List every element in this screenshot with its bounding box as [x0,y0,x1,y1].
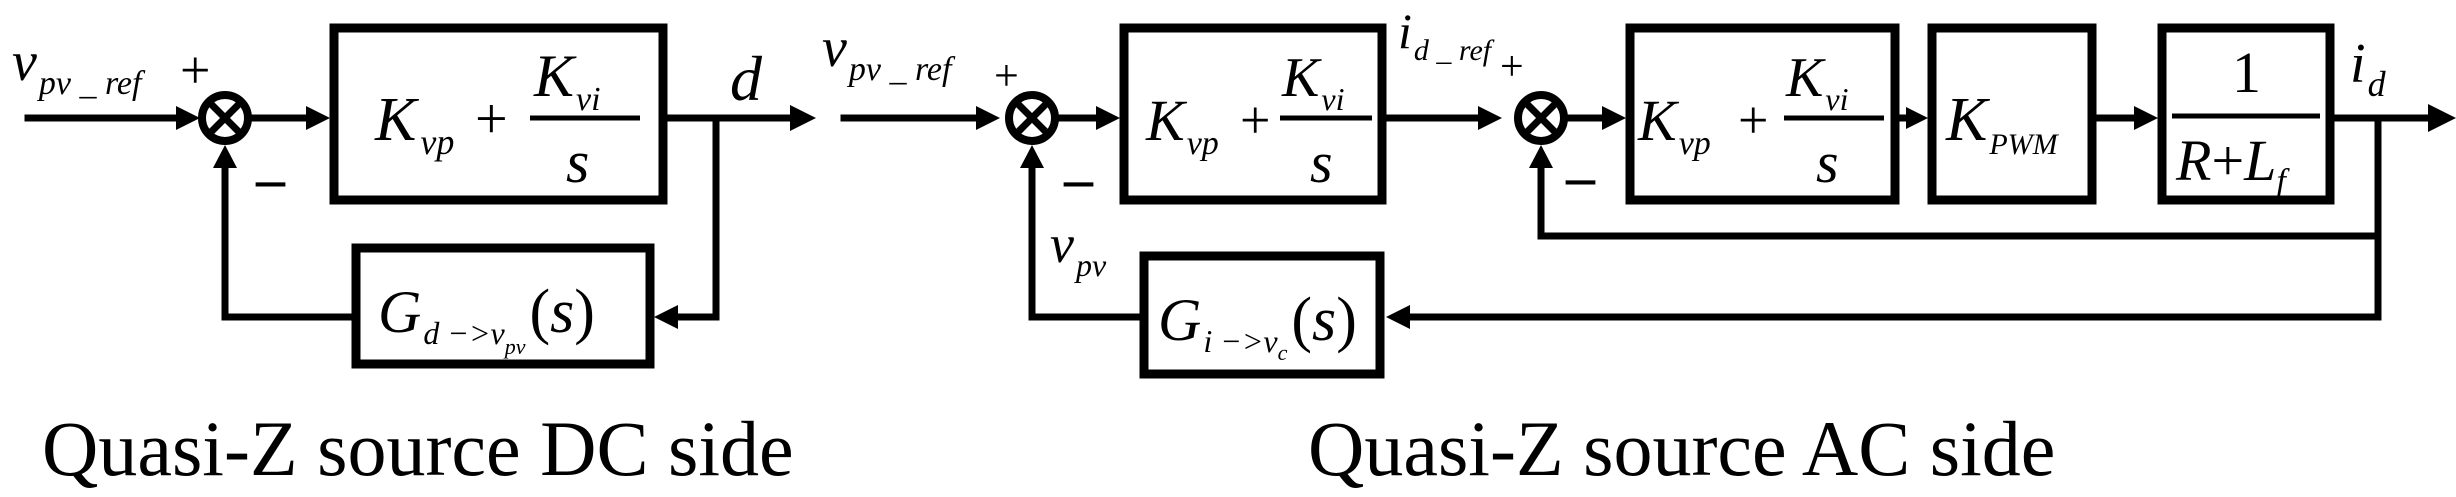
ac-g-return-wire [1028,164,1144,321]
dc-pi-plus: + [475,86,508,151]
dc-side-loop [24,23,816,369]
ac-pwm-gain-block [1927,23,2097,205]
ac-side-caption: Quasi-Z source AC side [1308,405,2055,492]
ac-current-pi-block [1625,23,1900,205]
ac-plus-sign-1: + [994,51,1019,100]
ac-input-arrow [976,106,1000,130]
ac-output-label-id: id [2350,33,2387,104]
ac-voltage-summing-junction [1005,91,1059,145]
ac-sum2-to-pi-arrow [1602,106,1626,130]
ac-plant-expression: 1 R+Lf [2172,40,2320,200]
dc-plus-sign: + [180,40,210,100]
ac-sum1-to-pi-arrow [1096,106,1120,130]
dc-pi-controller-block [329,23,668,205]
ac-output-arrow [2428,104,2456,132]
ac-side-loop [840,23,2456,379]
ac-input-label: vpv _ ref [822,17,956,88]
ac-current-feedback-arrow [1529,145,1553,168]
dc-output-label-d: d [730,43,763,114]
ac-pi2-kvi: Kvi [1785,47,1848,117]
ac-plant-transfer-block [1139,251,1385,379]
ac-minus-sign-2: – [1565,144,1596,209]
dc-summing-junction [198,91,252,145]
dc-feedback-into-sum-arrow [213,145,237,168]
ac-plus-sign-2: + [1500,44,1524,90]
ac-pi1-kvp: Kvp [1145,88,1219,162]
ac-pwm-gain-label: KPWM [1945,86,2060,161]
dc-side-caption: Quasi-Z source DC side [42,405,794,492]
dc-minus-sign: – [255,146,286,211]
ac-vpv-feedback-label: vpv [1050,214,1107,283]
dc-pi-s: s [566,129,589,195]
dc-feedback-down-wire [668,114,720,321]
ac-g-into-sum-arrow [1020,145,1044,168]
ac-current-pi-expression: Kvp + Kvi s [1637,47,1884,195]
dc-plant-transfer-block [351,243,655,369]
ac-pi2-to-pwm-arrow [1906,107,1928,129]
dc-feedback-into-g-arrow [654,305,678,329]
ac-pi1-kvi: Kvi [1281,47,1344,117]
ac-pi2-plus: + [1738,90,1768,150]
ac-pi1-s: s [1310,130,1333,195]
ac-g-expression: Gi −>vc(s) [1158,286,1357,365]
ac-plant-numerator: 1 [2232,40,2261,105]
ac-minus-sign-1: – [1063,146,1094,211]
dc-input-arrow [176,106,200,130]
ac-current-feedback-wire [1537,114,2382,240]
dc-pi-kvi: Kvi [533,43,601,118]
ac-outer-feedback-into-g-arrow [1386,305,1410,329]
ac-pi2-s: s [1816,130,1839,195]
dc-feedback-return-wire [221,164,356,321]
ac-voltage-pi-block [1119,23,1387,205]
ac-pi2-kvp: Kvp [1637,88,1711,162]
ac-pi1-plus: + [1240,90,1270,150]
ac-voltage-pi-expression: Kvp + Kvi s [1145,47,1372,195]
dc-input-label: vpv _ ref [12,31,146,102]
ac-outer-feedback-wire [1400,232,2382,321]
dc-sum-to-pi-arrow [306,106,330,130]
ac-pwm-to-plant-arrow [2134,106,2158,130]
ac-current-summing-junction [1514,91,1568,145]
dc-g-expression: Gd −>vpv(s) [378,278,595,359]
ac-iref-label: id _ ref [1398,3,1495,67]
ac-plant-denominator: R+Lf [2175,128,2290,200]
dc-output-arrow [790,105,816,131]
ac-pi1-to-sum2-arrow [1478,106,1502,130]
